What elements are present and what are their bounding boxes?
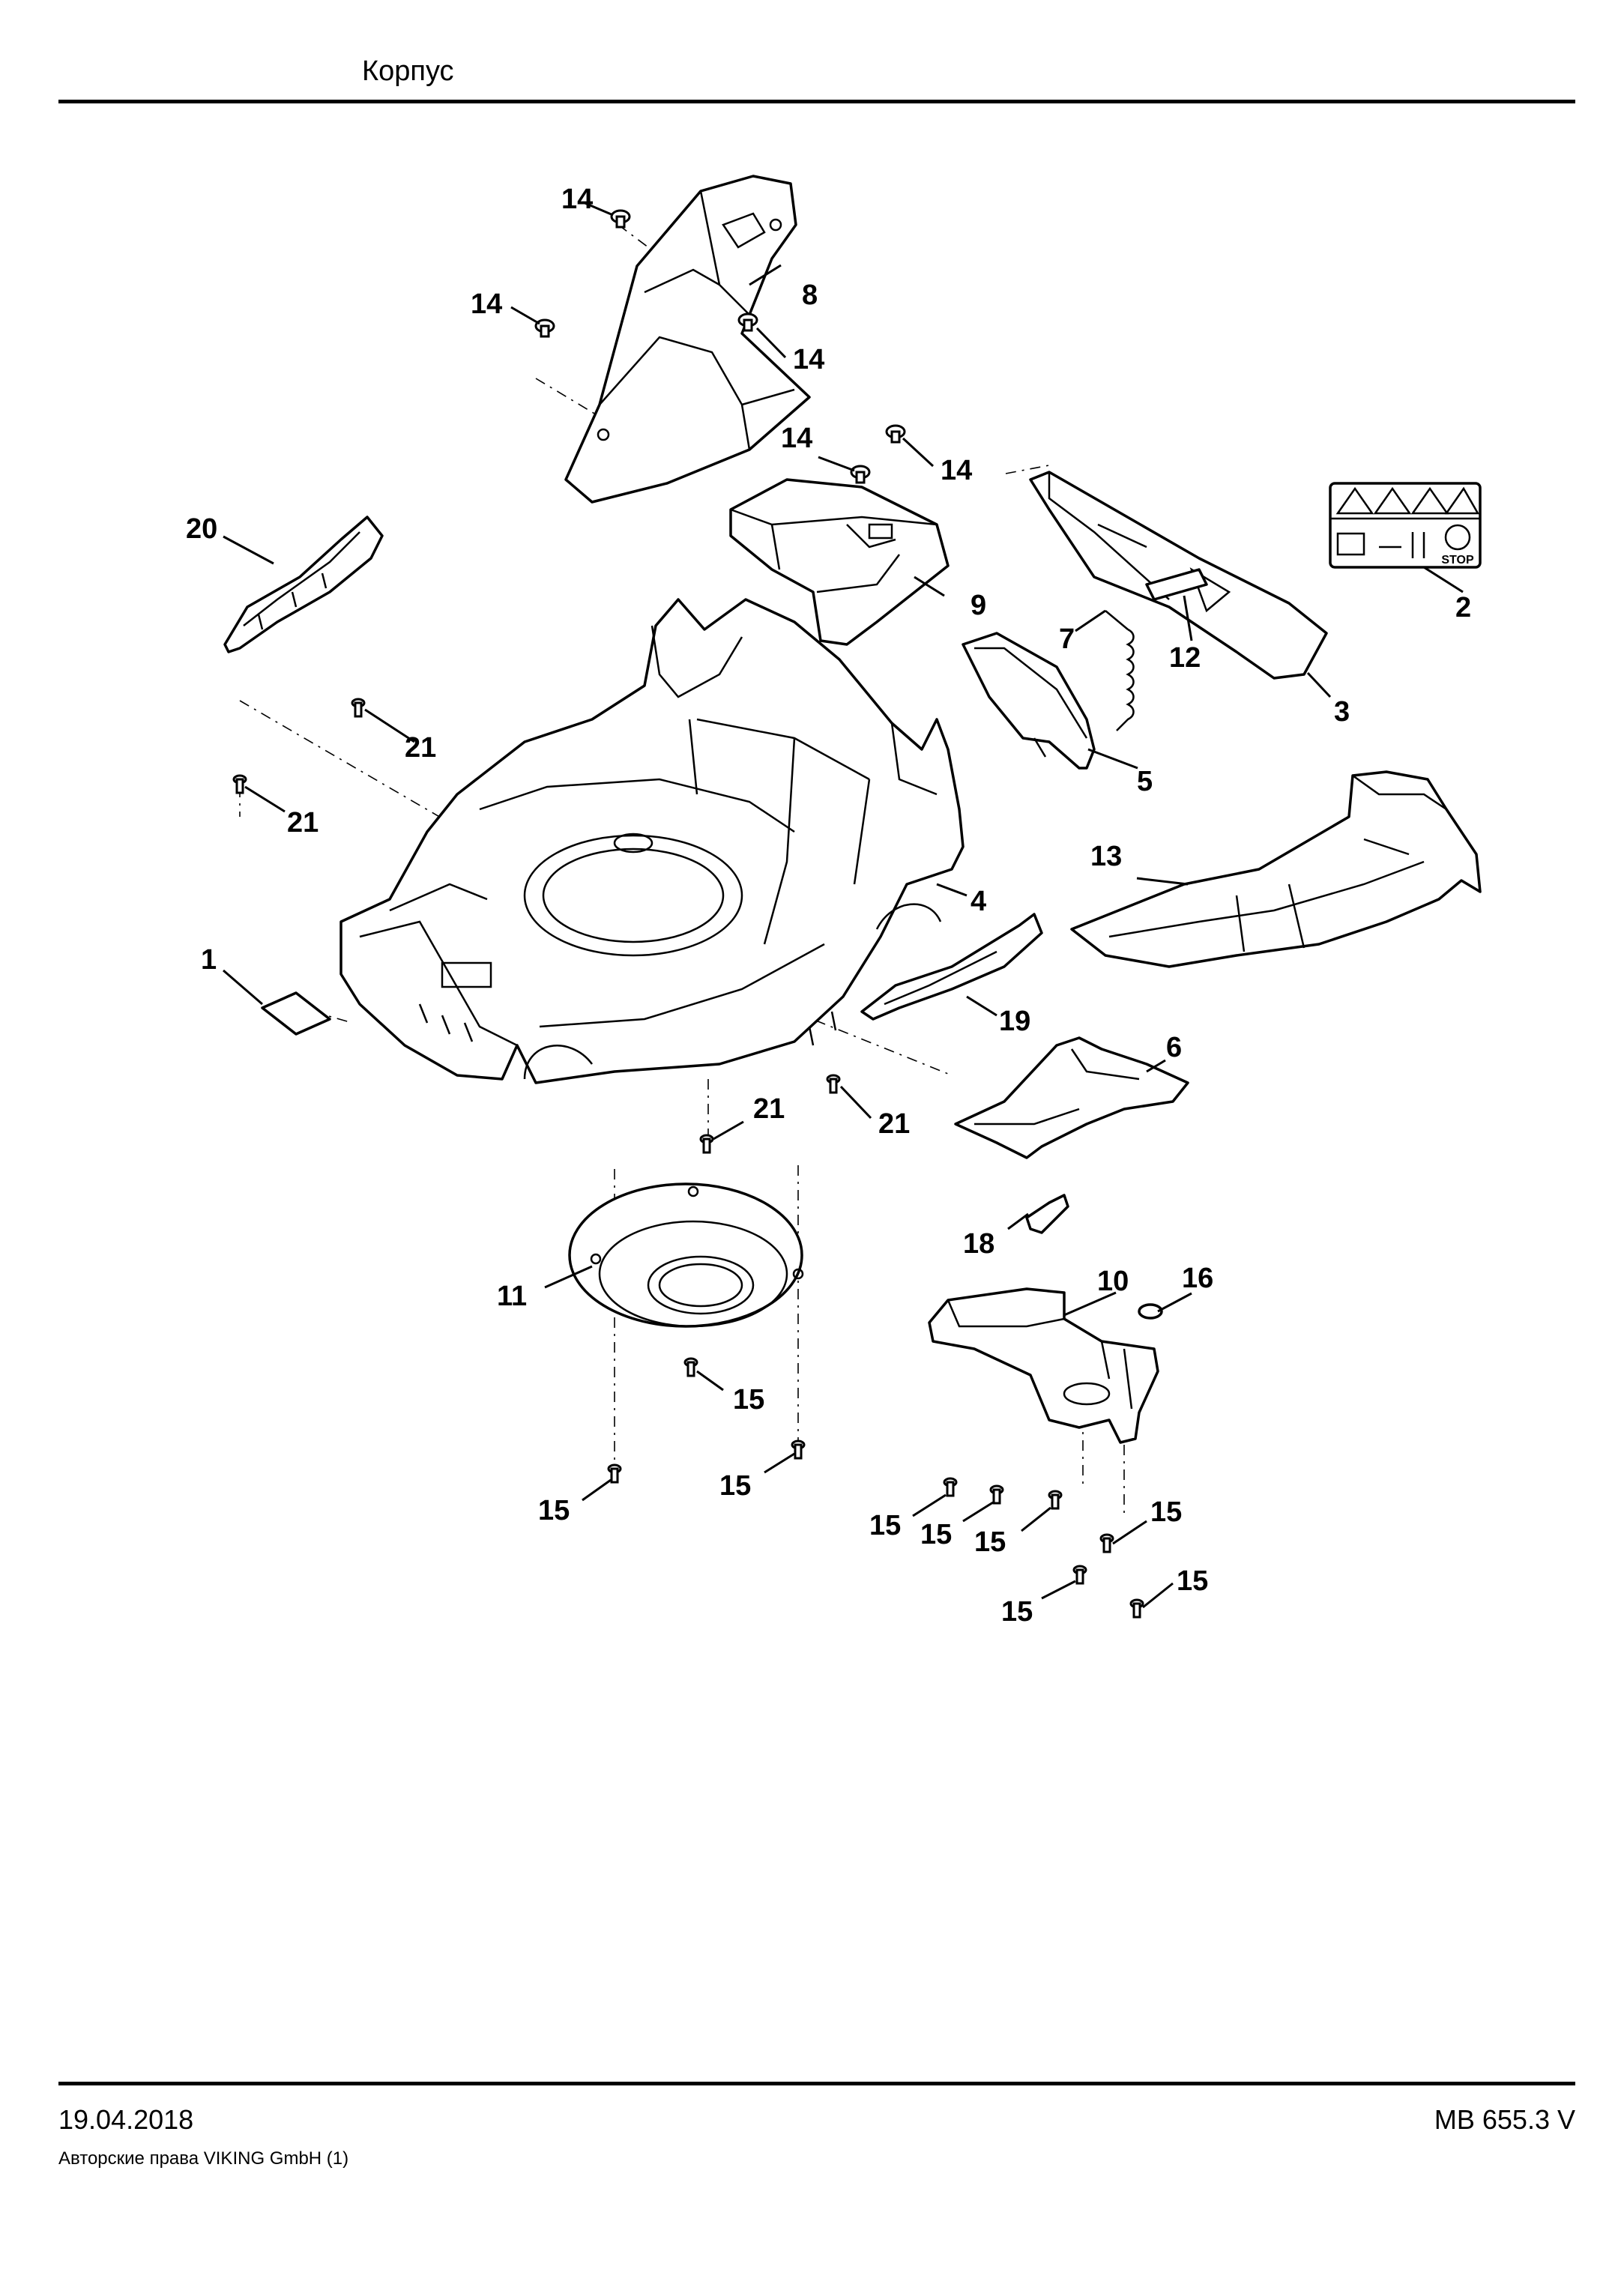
callout-3: 3 [1334,696,1350,728]
callout-15: 15 [1001,1596,1033,1628]
part-19-edge-trim [860,913,1043,1021]
screw-21-d [826,1074,841,1094]
callout-13: 13 [1090,841,1122,872]
screw-15-f [1048,1490,1063,1510]
part-12-axle-pin [1145,568,1208,601]
callout-14: 14 [561,184,593,215]
screw-21-c [699,1134,714,1154]
callout-1: 1 [201,944,217,976]
part-5-side-guide [962,632,1096,770]
screw-15-d [943,1477,958,1497]
callout-15: 15 [869,1510,901,1541]
callout-20: 20 [186,513,217,545]
screw-21-a [351,698,366,718]
callout-7: 7 [1059,623,1075,655]
screw-15-b [607,1463,622,1484]
part-16-ring [1138,1303,1163,1320]
footer-copyright: Авторские права VIKING GmbH (1) [58,2148,349,2169]
callout-4: 4 [971,886,986,917]
callout-21: 21 [405,732,436,764]
callout-15: 15 [1150,1496,1182,1528]
screw-15-g [1099,1533,1114,1553]
footer-date: 19.04.2018 [58,2104,194,2135]
callout-19: 19 [999,1006,1030,1037]
part-10-chute-deflector [928,1287,1159,1444]
part-18-clip [1025,1194,1069,1234]
part-4-deck-housing [339,598,965,1084]
callout-15: 15 [1177,1565,1208,1597]
footer-model: MB 655.3 V [1434,2104,1575,2135]
callout-18: 18 [963,1228,994,1260]
screw-15-e [989,1484,1004,1505]
callout-14: 14 [793,344,824,375]
part-1-label [261,991,331,1036]
screw-14-e [885,424,906,444]
screw-15-a [683,1357,698,1377]
part-20-trim-strip [223,516,384,653]
callout-8: 8 [802,280,818,311]
callout-21: 21 [287,807,319,839]
callout-11: 11 [497,1281,527,1312]
screw-21-b [232,774,247,794]
screws [232,209,1144,1619]
header-divider [58,100,1575,103]
callout-9: 9 [971,590,986,621]
callout-14: 14 [941,455,972,486]
screw-15-h [1072,1565,1087,1585]
callout-21: 21 [878,1108,910,1140]
part-2-warning-label: STOP [1329,482,1482,569]
callout-21: 21 [753,1093,785,1125]
stop-text: STOP [1441,554,1474,567]
part-11-baffle-plate [568,1182,804,1328]
callout-14: 14 [471,288,502,320]
part-8-handle-bracket [564,175,811,504]
callout-15: 15 [974,1526,1006,1558]
callout-15: 15 [733,1384,764,1416]
callout-15: 15 [538,1495,570,1526]
callout-10: 10 [1097,1266,1129,1297]
part-6-rear-deflector [954,1036,1189,1159]
screw-15-c [791,1439,806,1460]
page-title: Корпус [362,55,454,87]
callout-12: 12 [1169,642,1201,674]
leader-lines [223,201,1464,1609]
part-9-rear-cover [729,478,950,646]
screw-14-b [534,318,555,338]
screw-14-c [737,312,758,332]
callout-6: 6 [1166,1032,1182,1063]
part-7-spring [1105,610,1135,731]
part-13-discharge-insert [1070,770,1482,968]
screw-15-i [1129,1598,1144,1619]
callout-5: 5 [1137,766,1153,797]
callout-2: 2 [1455,592,1471,623]
footer-divider [58,2082,1575,2085]
callout-14: 14 [781,423,812,454]
callout-15: 15 [920,1519,952,1550]
screw-14-d [850,465,871,484]
callout-15: 15 [719,1470,751,1502]
screw-14-a [610,209,631,229]
callout-labels: 14 8 14 14 14 14 20 9 2 7 12 3 5 21 21 1… [186,184,1471,1628]
callout-16: 16 [1182,1263,1213,1294]
